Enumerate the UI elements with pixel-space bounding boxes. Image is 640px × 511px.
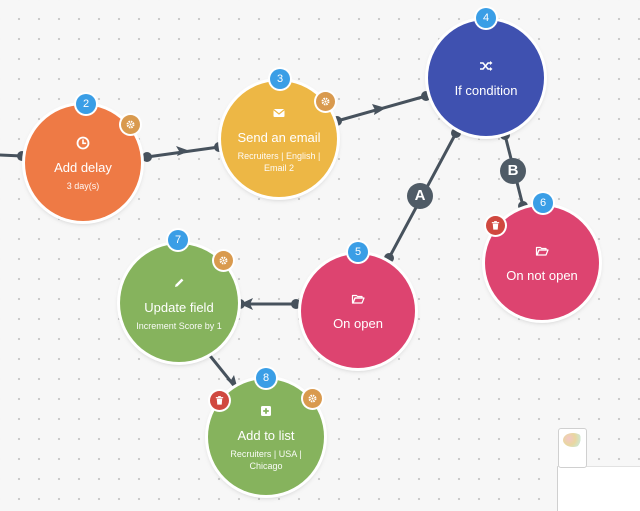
branch-label-b: B (500, 158, 526, 184)
minimap-preview (563, 433, 583, 447)
shuffle-icon (480, 60, 493, 71)
gear-icon (219, 256, 228, 265)
node-number-badge: 2 (76, 94, 96, 114)
minimap-widget[interactable] (558, 428, 587, 468)
port-open-out (291, 299, 301, 309)
node-title: Send an email (237, 129, 321, 145)
gear-icon (126, 120, 135, 129)
node-title: If condition (454, 82, 518, 98)
port-open-in (384, 253, 394, 263)
node-title: Add delay (54, 159, 112, 175)
node-number-badge: 7 (168, 230, 188, 250)
arrow-delay-to-email (176, 146, 190, 156)
port-condition-out-a (451, 128, 461, 138)
arrow-email-to-condition (372, 104, 386, 115)
node-subtitle: Recruiters | USA | Chicago (230, 448, 302, 471)
trash-icon (215, 396, 224, 405)
node-subtitle: Recruiters | English | Email 2 (237, 150, 321, 173)
settings-button[interactable] (316, 92, 335, 111)
plus-square-icon (261, 405, 271, 416)
node-title: Add to list (237, 427, 295, 443)
node-number-badge: 5 (348, 242, 368, 262)
arrow-update-to-list (226, 375, 238, 390)
node-number-badge: 6 (533, 193, 553, 213)
trash-icon (491, 221, 500, 230)
settings-button[interactable] (303, 389, 322, 408)
settings-button[interactable] (121, 115, 140, 134)
delete-button[interactable] (486, 216, 505, 235)
node-title: Update field (144, 299, 214, 315)
port-delay-out (142, 152, 152, 162)
node-on-open[interactable]: On open (301, 254, 415, 368)
envelope-icon (273, 108, 285, 117)
node-title: On not open (506, 267, 578, 283)
gear-icon (321, 97, 330, 106)
side-panel-edge (557, 466, 640, 511)
settings-button[interactable] (214, 251, 233, 270)
gear-icon (308, 394, 317, 403)
node-number-badge: 8 (256, 368, 276, 388)
folder-open-icon (535, 246, 549, 256)
node-number-badge: 4 (476, 8, 496, 28)
clock-icon (76, 136, 90, 149)
node-subtitle: Increment Score by 1 (136, 320, 222, 331)
node-if-condition[interactable]: If condition (428, 20, 544, 136)
pencil-icon (175, 278, 184, 287)
port-delay-in (17, 151, 27, 161)
node-title: On open (333, 315, 383, 331)
delete-button[interactable] (210, 391, 229, 410)
port-condition-in (421, 91, 431, 101)
node-subtitle: 3 day(s) (66, 180, 100, 191)
branch-label-a: A (407, 183, 433, 209)
arrow-open-to-update (240, 298, 253, 310)
node-number-badge: 3 (270, 69, 290, 89)
folder-open-icon (351, 294, 365, 304)
